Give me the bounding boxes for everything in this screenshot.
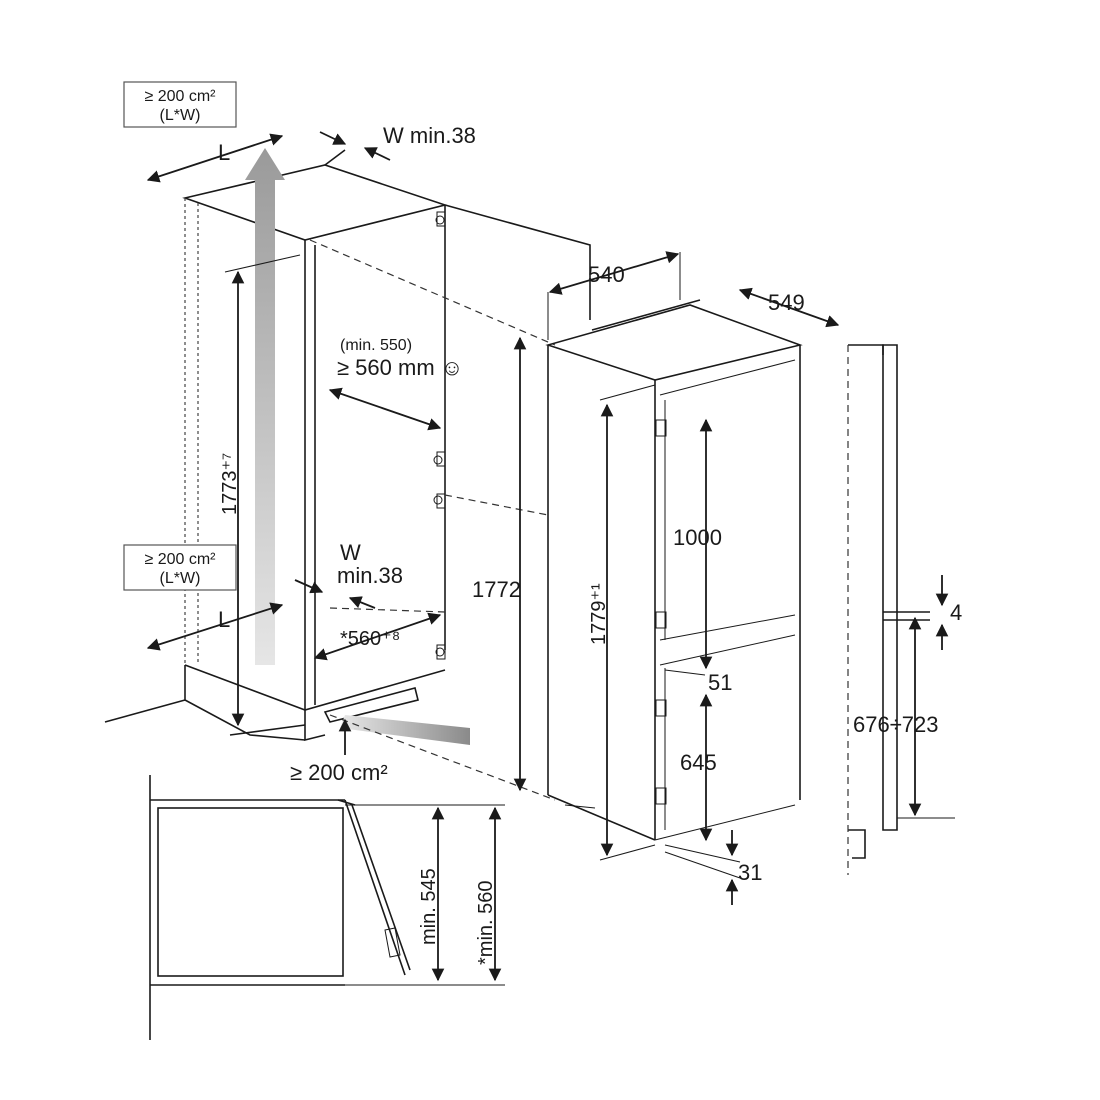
label-range: 676÷723	[853, 712, 939, 737]
label-W-bottom: W	[340, 540, 361, 565]
label-plinth-vent: ≥ 200 cm²	[290, 760, 388, 785]
vent-box-bottom	[123, 544, 237, 591]
appliance-hinges	[655, 419, 667, 805]
label-door-height: 1779⁺¹	[588, 583, 610, 645]
label-upper-door: 1000	[673, 525, 722, 550]
dimension-labels: L W min.38 (min. 550) ≥ 560 mm ☺ 1773⁺⁷ …	[218, 123, 962, 965]
section-view	[149, 775, 505, 1040]
label-W-top: W min.38	[383, 123, 476, 148]
label-depth-min: (min. 550)	[340, 337, 412, 354]
vent-top-area: ≥ 200 cm²	[144, 88, 216, 105]
label-L-bottom: L	[218, 607, 230, 632]
vent-top-formula: (L*W)	[160, 107, 201, 124]
label-depth-recommended: ≥ 560 mm ☺	[337, 355, 463, 380]
label-W-bottom-min: min.38	[337, 563, 403, 588]
vent-box-top	[123, 81, 237, 128]
vent-bottom-formula: (L*W)	[160, 570, 201, 587]
label-appliance-height: 1772	[472, 577, 521, 602]
label-width-540: 540	[588, 262, 625, 287]
vent-bottom-area: ≥ 200 cm²	[144, 551, 216, 568]
niche-cabinet	[104, 149, 591, 742]
label-lower-door: 645	[680, 750, 717, 775]
label-depth-549: 549	[768, 290, 805, 315]
dimension-lines	[146, 131, 955, 982]
vent-label-top: ≥ 200 cm² (L*W)	[123, 81, 237, 128]
label-gap-31: 31	[738, 860, 762, 885]
vent-label-bottom: ≥ 200 cm² (L*W)	[123, 544, 237, 591]
projection-lines	[309, 239, 556, 801]
label-niche-height: 1773⁺⁷	[219, 453, 241, 515]
label-min-545: min. 545	[418, 868, 440, 945]
label-L-top: L	[218, 140, 230, 165]
label-depth-star: *560⁺⁸	[340, 628, 400, 650]
label-gap-51: 51	[708, 670, 732, 695]
airflow-arrows	[245, 148, 470, 745]
label-gap-4: 4	[950, 600, 962, 625]
label-min-560: *min. 560	[475, 881, 497, 966]
